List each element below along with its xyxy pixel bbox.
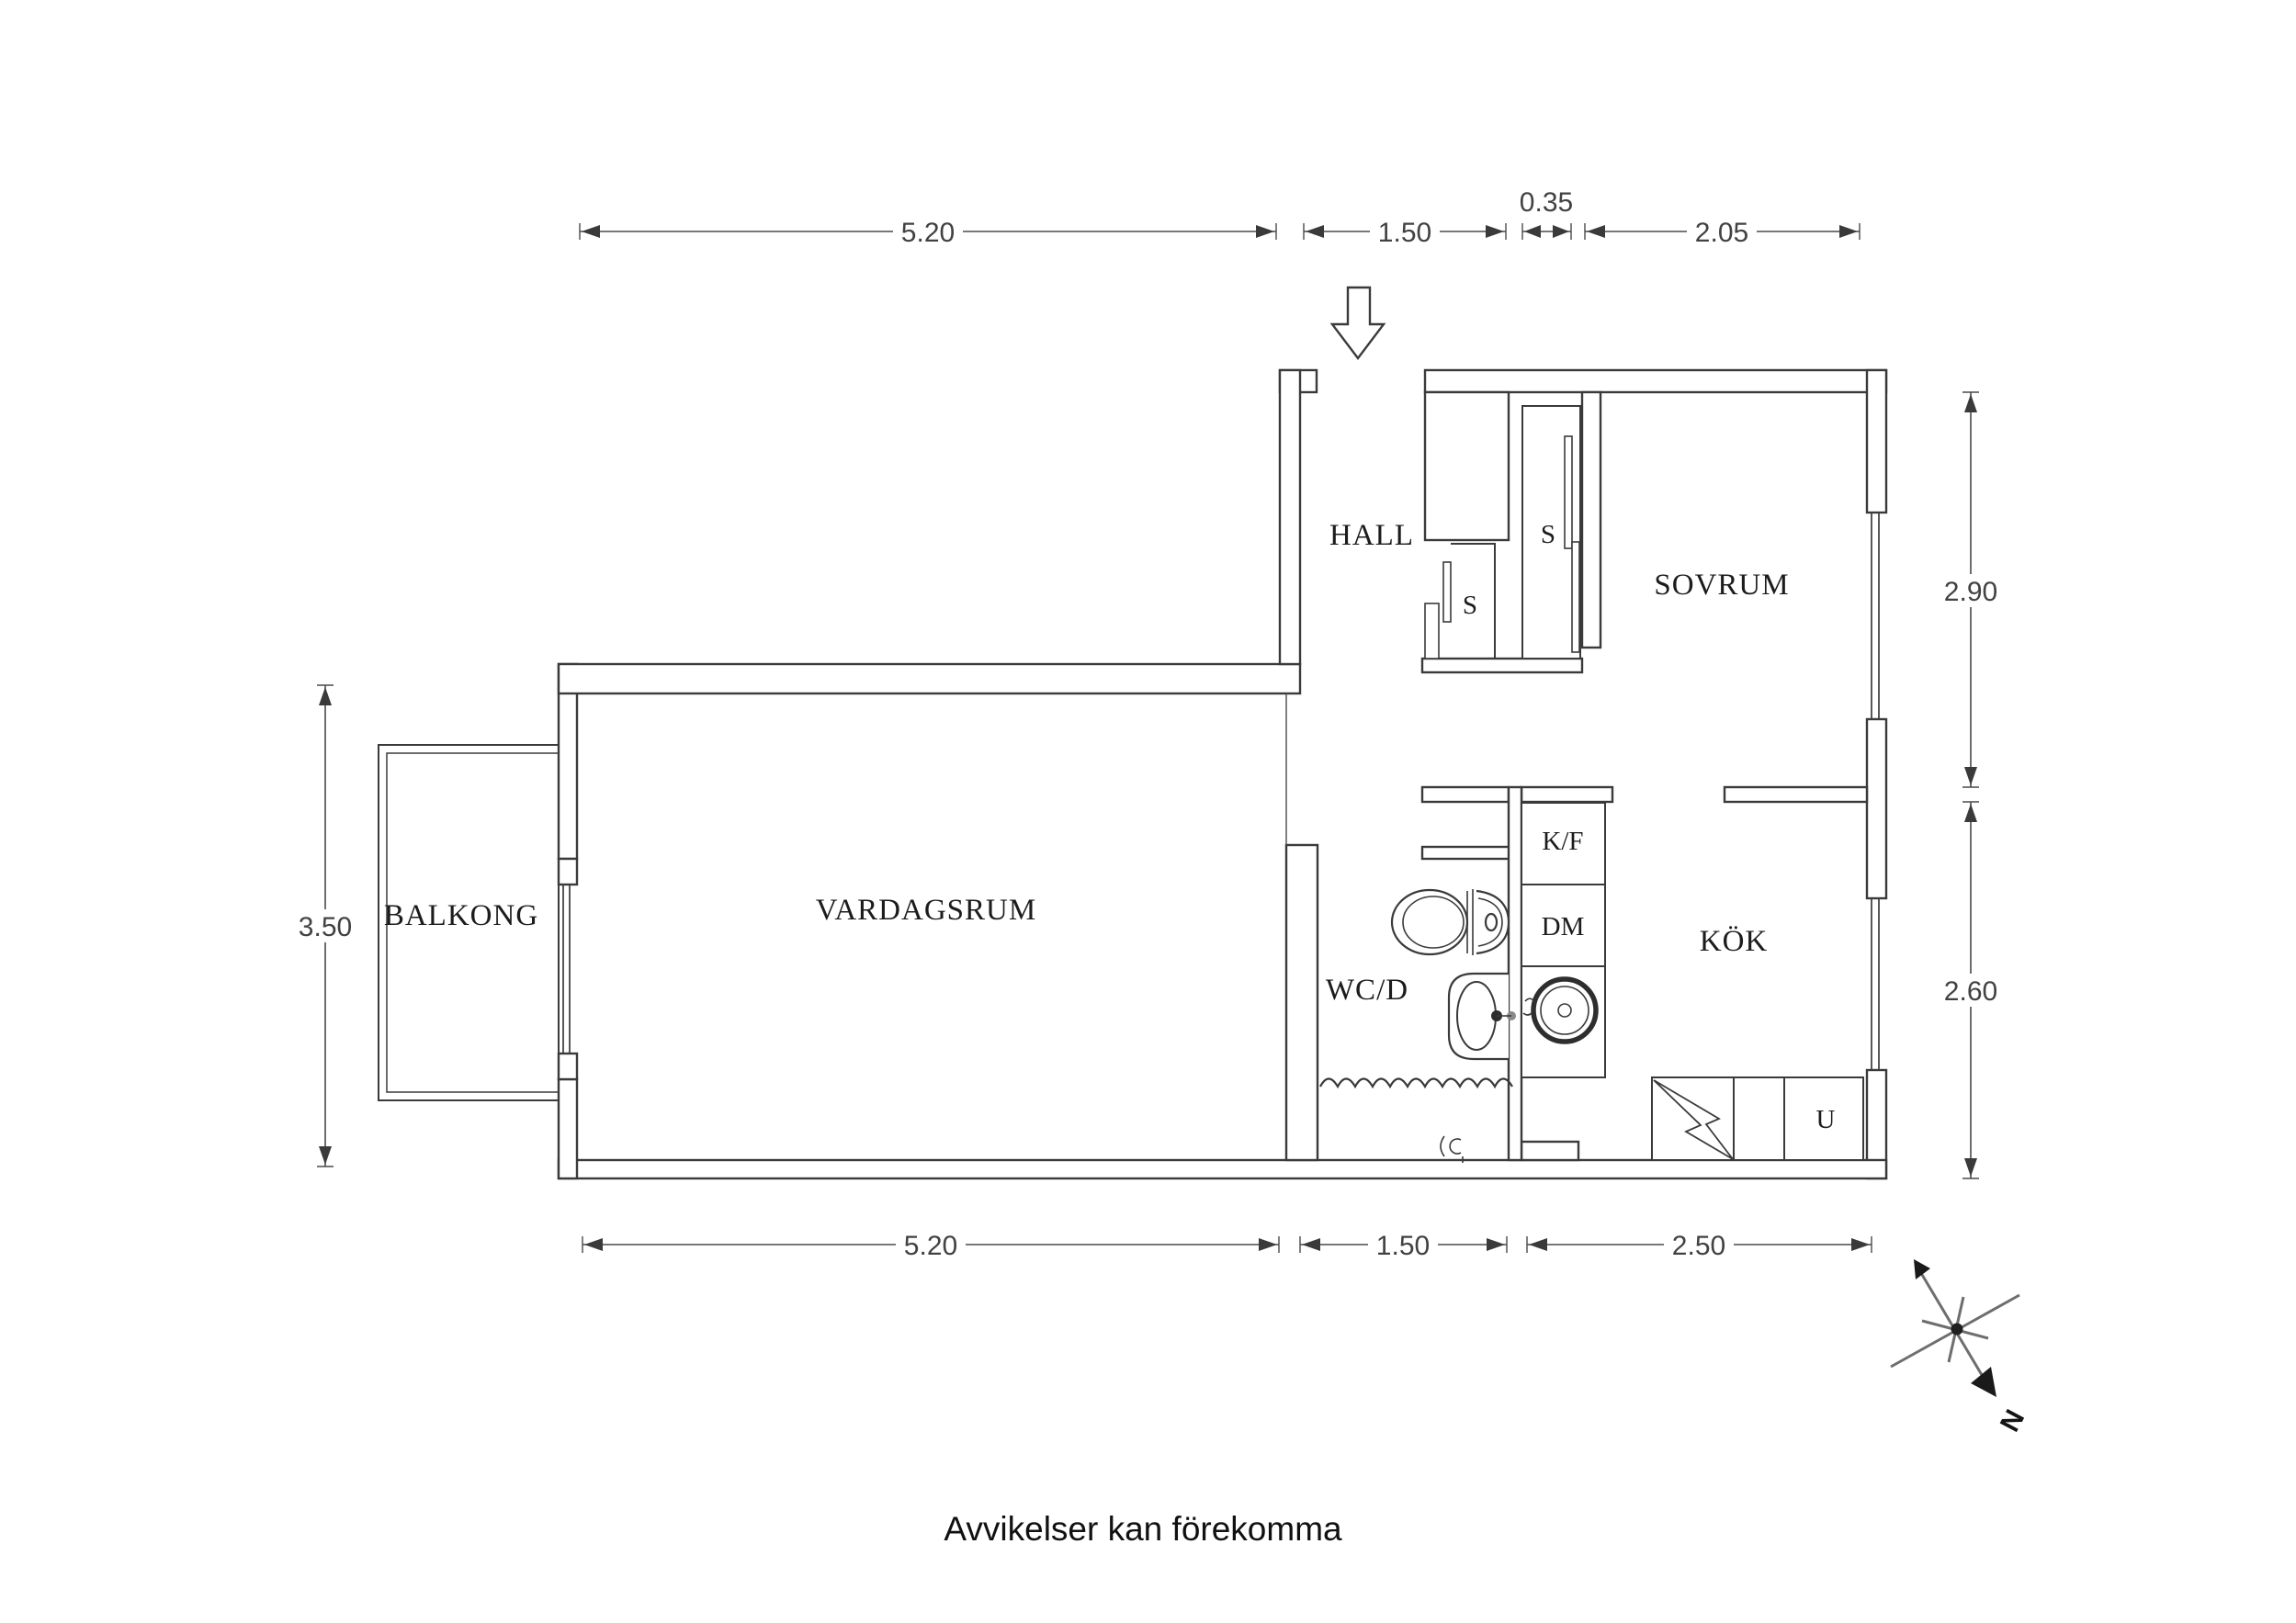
label-u: U (1816, 1105, 1836, 1134)
wall-divider-west (1520, 785, 1614, 804)
svg-text:1.50: 1.50 (1378, 218, 1431, 248)
oven-box (1783, 1076, 1864, 1161)
svg-text:0.35: 0.35 (1520, 187, 1573, 218)
label-sovrum: SOVRUM (1654, 569, 1789, 602)
label-closet-large: S (1541, 520, 1555, 549)
closet-large-slidingdoor-1 (1564, 435, 1573, 549)
dim-top-205: 2.05 (1584, 216, 1861, 248)
wall-divider-east (1723, 785, 1869, 804)
shower-wave-icon (1319, 1077, 1513, 1089)
toilet-icon (1390, 888, 1510, 956)
compass-arrowhead-north (1971, 1367, 1996, 1397)
dim-top-035: 0.35 (1520, 187, 1573, 240)
dim-bottom-520: 5.20 (582, 1229, 1280, 1261)
balcony (378, 744, 560, 1101)
closet-large-slidingdoor-2 (1571, 541, 1580, 653)
wall-left-lower (557, 1077, 579, 1180)
compass-icon: N (1890, 1259, 2030, 1437)
wall-wc-shaft (1420, 845, 1511, 861)
balcony-door (562, 885, 571, 1054)
svg-text:2.50: 2.50 (1672, 1231, 1725, 1261)
closet-small-outline (1451, 543, 1496, 659)
closet-small-slidingdoor (1442, 561, 1452, 623)
balcony-outline (378, 744, 560, 1101)
label-kf: K/F (1542, 827, 1583, 856)
wall-bedroom-west (1580, 390, 1602, 649)
balcony-door-jamb-top (557, 857, 579, 886)
dishwasher-box (1521, 884, 1606, 967)
dim-left-350: 3.50 (288, 684, 362, 1167)
dim-bottom-250: 2.50 (1526, 1229, 1872, 1261)
wall-entrance-block (1423, 390, 1510, 542)
svg-text:2.60: 2.60 (1944, 976, 1997, 1007)
wall-top-right-of-entrance (1423, 368, 1888, 394)
kitchen-window (1867, 897, 1886, 1071)
wall-closet-bottom (1420, 657, 1584, 674)
balcony-door-jamb-bottom (557, 1052, 579, 1081)
wall-right-upper (1865, 368, 1888, 514)
closet-small-pocket (1424, 603, 1440, 659)
floor-drain-icon (1440, 1135, 1464, 1163)
bedroom-window (1867, 512, 1886, 720)
dim-top-520: 5.20 (579, 216, 1277, 248)
label-wcd: WC/D (1326, 974, 1408, 1007)
wall-livingroom-top (557, 662, 1302, 695)
label-closet-small: S (1463, 591, 1477, 620)
dim-bottom-150: 1.50 (1299, 1229, 1508, 1261)
label-balkong: BALKONG (384, 899, 538, 932)
walls (557, 368, 1888, 1180)
compass-center-dot (1951, 1323, 1963, 1336)
svg-text:5.20: 5.20 (901, 218, 955, 248)
room-labels: HALL SOVRUM VARDAGSRUM BALKONG WC/D KÖK … (384, 519, 1836, 1134)
closets (1424, 405, 1581, 659)
dim-right-290: 2.90 (1934, 391, 2008, 788)
dim-top-150: 1.50 (1303, 216, 1507, 248)
kitchen-sink-outer (1531, 976, 1599, 1044)
label-vardagsrum: VARDAGSRUM (816, 894, 1036, 927)
disclaimer-text: Avvikelser kan förekomma (944, 1510, 1342, 1548)
fridge-freezer-box (1521, 802, 1606, 885)
kitchen-fixtures (1521, 802, 1864, 1161)
bathroom-fixtures (1319, 888, 1516, 1163)
svg-text:3.50: 3.50 (299, 912, 352, 942)
compass-north-label: N (1994, 1404, 2030, 1437)
wall-wc-west (1284, 843, 1319, 1162)
entrance-arrow-icon (1329, 286, 1386, 360)
wall-hall-west (1278, 368, 1302, 666)
counter-box (1733, 1076, 1785, 1161)
kitchen-sink-inner (1540, 986, 1589, 1035)
svg-text:5.20: 5.20 (904, 1231, 957, 1261)
svg-text:2.05: 2.05 (1695, 218, 1748, 248)
svg-text:2.90: 2.90 (1944, 577, 1997, 607)
kitchen-tap-icon (1522, 997, 1535, 1016)
label-hall: HALL (1329, 519, 1414, 552)
kitchen-sink-drain (1557, 1003, 1572, 1018)
wall-wc-east (1507, 785, 1523, 1162)
wall-bottom-step (1520, 1140, 1580, 1162)
label-kok: KÖK (1700, 925, 1769, 958)
wall-right-middle (1865, 717, 1888, 900)
dim-right-260: 2.60 (1934, 801, 2008, 1179)
svg-text:1.50: 1.50 (1376, 1231, 1430, 1261)
wall-bottom (557, 1158, 1888, 1180)
windows (562, 512, 1886, 1071)
balcony-railing-inner (386, 752, 559, 1093)
dimensions: 5.20 1.50 0.35 2.05 (288, 187, 2008, 1261)
bathroom-sink-icon (1447, 972, 1516, 1061)
wall-wc-north (1420, 785, 1510, 804)
label-dm: DM (1542, 912, 1585, 941)
compass-arrowhead-north-tail (1914, 1259, 1930, 1279)
